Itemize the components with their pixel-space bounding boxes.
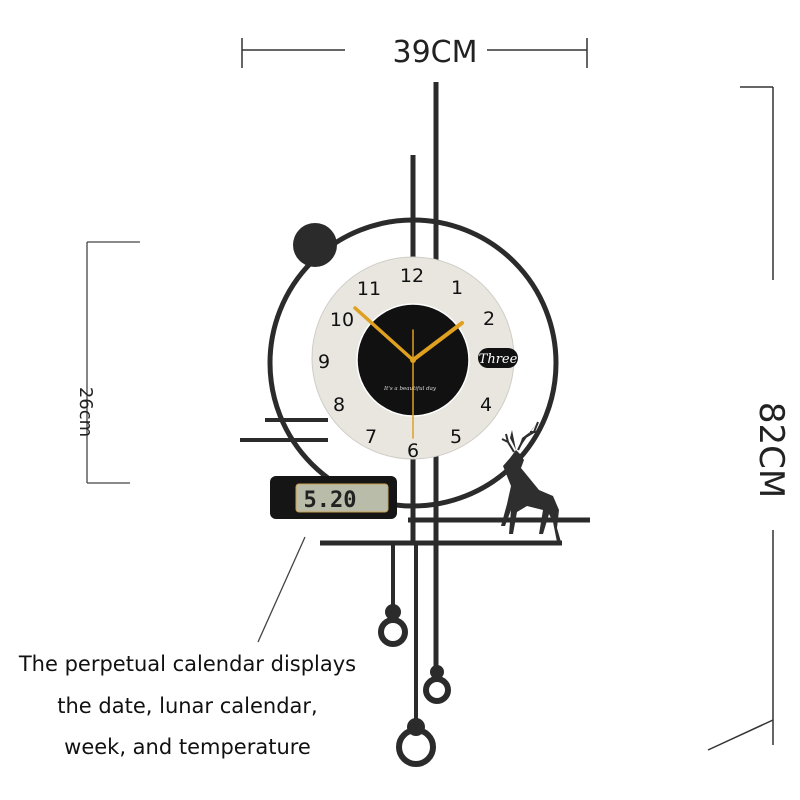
height-label: 82CM [751, 402, 791, 498]
svg-text:6: 6 [407, 440, 419, 462]
dial-label: 26cm [75, 387, 96, 437]
svg-text:4: 4 [480, 394, 492, 416]
svg-text:10: 10 [330, 309, 354, 331]
hour-hand [411, 321, 464, 362]
dial-slogan: It's a beautiful day [383, 386, 437, 392]
height-dimension [707, 86, 774, 751]
brand-badge-text: Three [479, 352, 518, 367]
clock-hands [353, 306, 464, 439]
width-dimension [241, 38, 588, 68]
svg-text:9: 9 [318, 351, 330, 373]
caption-line-1: The perpetual calendar displays [18, 652, 357, 676]
dial-dimension [86, 241, 140, 484]
svg-text:2: 2 [483, 308, 495, 330]
calendar-display-screen [295, 483, 389, 513]
width-label: 39CM [392, 35, 477, 70]
svg-text:8: 8 [333, 394, 345, 416]
callout-line [257, 536, 306, 643]
svg-text:5: 5 [450, 426, 462, 448]
deer-silhouette [501, 424, 561, 542]
svg-text:1: 1 [451, 277, 463, 299]
svg-text:7: 7 [365, 426, 377, 448]
svg-text:11: 11 [357, 278, 381, 300]
brand-badge [478, 348, 518, 368]
decorative-ball [293, 223, 337, 267]
clock-numerals: 12 1 2 4 5 6 7 8 9 10 11 [318, 265, 495, 462]
caption-line-2: the date, lunar calendar, [57, 694, 318, 718]
svg-text:12: 12 [400, 265, 424, 287]
calendar-reading: 5.20 [304, 488, 357, 513]
minute-hand [353, 306, 415, 362]
caption-line-3: week, and temperature [64, 735, 311, 759]
pendulum-balls [293, 223, 444, 736]
